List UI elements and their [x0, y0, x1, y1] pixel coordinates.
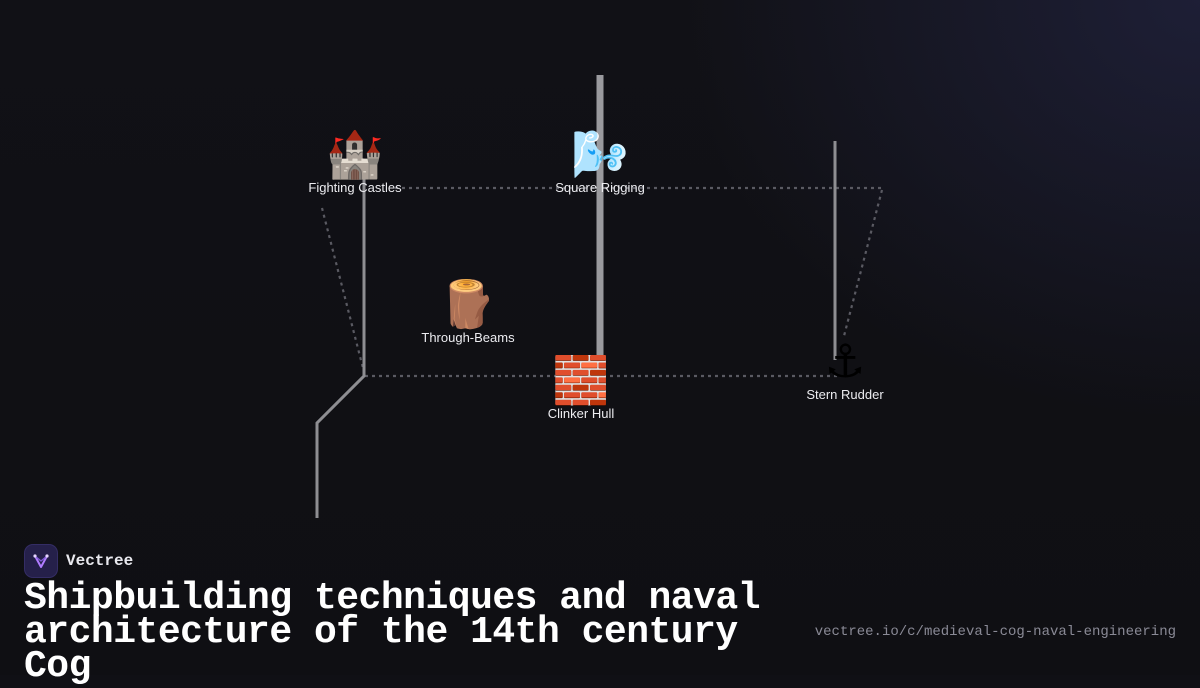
node-square-rigging[interactable]: 🌬️ Square Rigging [555, 128, 645, 195]
wood-log-icon: 🪵 [439, 277, 497, 331]
brand[interactable]: Vectree [24, 544, 133, 578]
node-label: Clinker Hull [547, 406, 615, 421]
dashed-link-right [842, 189, 884, 337]
node-label: Fighting Castles [308, 180, 402, 195]
node-clinker-hull[interactable]: 🧱 Clinker Hull [548, 354, 614, 421]
dashed-link-left [320, 207, 366, 373]
page-title: Shipbuilding techniques and naval archit… [24, 577, 761, 688]
wind-icon: 🌬️ [571, 127, 629, 181]
source-url[interactable]: vectree.io/c/medieval-cog-naval-engineer… [814, 624, 1176, 640]
anchor-icon: ⚓ [824, 334, 866, 388]
node-label: Stern Rudder [806, 387, 884, 402]
brick-icon: 🧱 [552, 353, 610, 407]
node-label: Through-Beams [421, 330, 515, 345]
vectree-logo-icon [24, 544, 58, 578]
node-fighting-castles[interactable]: 🏰 Fighting Castles [308, 128, 401, 195]
bow-frame-line [315, 160, 366, 518]
node-stern-rudder[interactable]: ⚓ Stern Rudder [806, 335, 883, 402]
brand-name: Vectree [66, 552, 134, 570]
node-through-beams[interactable]: 🪵 Through-Beams [421, 278, 514, 345]
node-label: Square Rigging [555, 180, 645, 195]
castle-icon: 🏰 [326, 127, 384, 181]
